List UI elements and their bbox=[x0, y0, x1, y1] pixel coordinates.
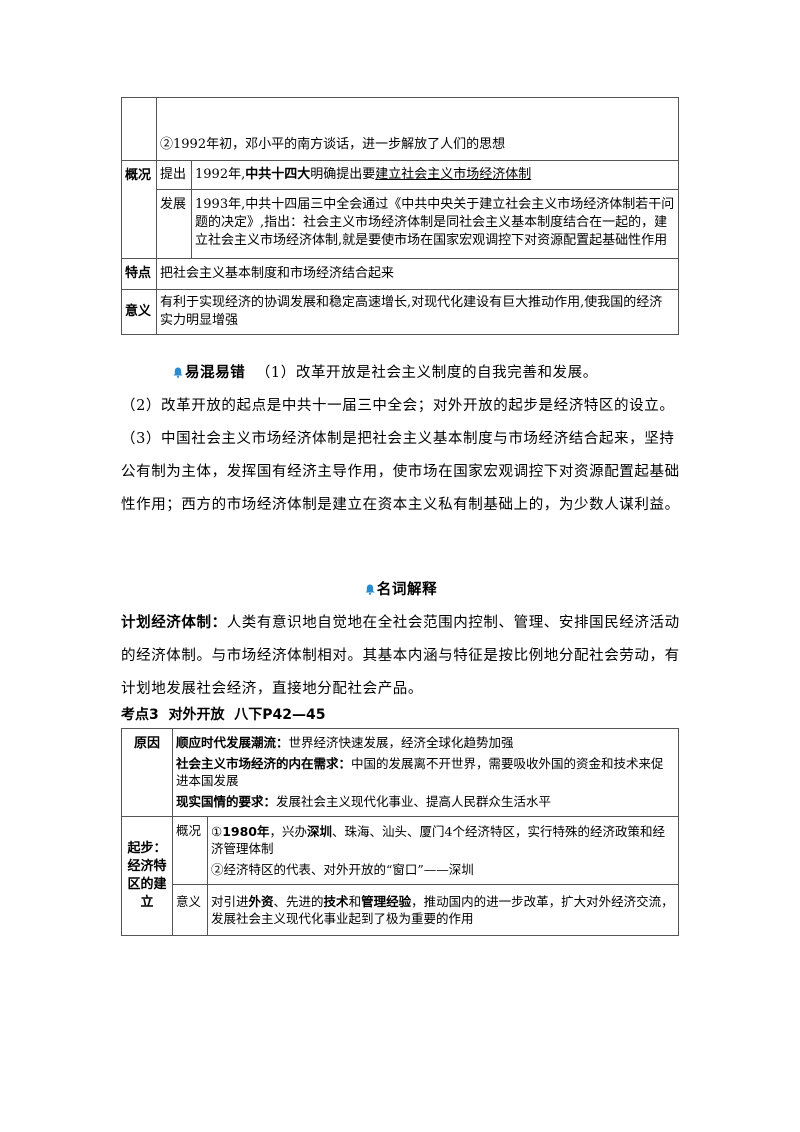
table-row: 意义 对引进外资、先进的技术和管理经验，推动国内的进一步改革，扩大对外经济交流，… bbox=[122, 884, 679, 936]
confusion-item-3: （3）中国社会主义市场经济体制是把社会主义基本制度与市场经济结合起来，坚持公有制… bbox=[121, 431, 680, 513]
glossary-term: 计划经济体制： bbox=[121, 615, 227, 631]
bold-text: 外资 bbox=[248, 894, 274, 909]
table-cell: ①1980年，兴办深圳、珠海、汕头、厦门4个经济特区，实行特殊的经济政策和经济管… bbox=[207, 816, 679, 885]
reason-2: 社会主义市场经济的内在需求：中国的发展离不开世界，需要吸收外国的资金和技术来促进… bbox=[176, 755, 675, 789]
table-cell: 对引进外资、先进的技术和管理经验，推动国内的进一步改革，扩大对外经济交流，发展社… bbox=[207, 884, 679, 936]
bold-text: 深圳 bbox=[307, 824, 333, 839]
table-cell bbox=[121, 97, 157, 161]
overview-2: ②经济特区的代表、对外开放的“窗口”——深圳 bbox=[211, 862, 474, 877]
confusion-heading-line: 易混易错 （1）改革开放是社会主义制度的自我完善和发展。 bbox=[121, 357, 681, 390]
bold-text: 1980年 bbox=[222, 824, 270, 839]
label-text: 意义 bbox=[125, 304, 152, 319]
market-economy-table: ②1992年初，邓小平的南方谈话，进一步解放了人们的思想 概况 提出 1992年… bbox=[121, 97, 679, 335]
cell-text: 、先进的 bbox=[273, 894, 324, 909]
bold-text: 顺应时代发展潮流： bbox=[176, 735, 289, 750]
cell-text: 明确提出要 bbox=[310, 167, 376, 182]
table-row: 意义 有利于实现经济的协调发展和稳定高速增长,对现代化建设有巨大推动作用,使我国… bbox=[121, 289, 679, 335]
table-row: 概况 提出 1992年,中共十四大明确提出要建立社会主义市场经济体制 bbox=[121, 160, 679, 259]
row-label: 起步：经济特区的建立 bbox=[121, 816, 173, 936]
section-heading: 考点3 对外开放 八下P42—45 bbox=[121, 707, 326, 723]
label-text: 发展 bbox=[160, 197, 187, 212]
row-label: 意义 bbox=[121, 289, 157, 335]
table-row: 特点 把社会主义基本制度和市场经济结合起来 bbox=[121, 258, 679, 290]
bold-text: 管理经验 bbox=[361, 894, 412, 909]
reason-1: 顺应时代发展潮流：世界经济快速发展，经济全球化趋势加强 bbox=[176, 734, 675, 751]
confusion-section: 易混易错 （1）改革开放是社会主义制度的自我完善和发展。 （2）改革开放的起点是… bbox=[121, 357, 681, 522]
row-label: 特点 bbox=[121, 258, 157, 290]
sub-label: 提出 bbox=[156, 160, 192, 190]
glossary-entry: 计划经济体制：人类有意识地自觉地在全社会范围内控制、管理、安排国民经济活动的经济… bbox=[121, 607, 681, 706]
cell-text: 和 bbox=[348, 894, 362, 909]
sub-label: 发展 bbox=[156, 189, 192, 259]
cell-text: 中国的发展离不开世界，需要吸收外国的资金和技术来促进本国发展 bbox=[176, 756, 664, 788]
bold-text: 社会主义市场经济的内在需求： bbox=[176, 756, 352, 771]
table-cell: ②1992年初，邓小平的南方谈话，进一步解放了人们的思想 bbox=[156, 97, 679, 161]
label-text: 特点 bbox=[125, 266, 152, 281]
cell-text: 发展社会主义现代化事业、提高人民群众生活水平 bbox=[276, 794, 552, 809]
glossary-section: 名词解释 计划经济体制：人类有意识地自觉地在全社会范围内控制、管理、安排国民经济… bbox=[121, 574, 681, 706]
cell-text: 、珠海、汕头、厦门4个经济特区，实行特殊的经济政策和经济管理体制 bbox=[211, 824, 666, 856]
cell-text: ① bbox=[211, 824, 223, 839]
table-row: 原因 顺应时代发展潮流：世界经济快速发展，经济全球化趋势加强 社会主义市场经济的… bbox=[121, 728, 679, 817]
reason-3: 现实国情的要求：发展社会主义现代化事业、提高人民群众生活水平 bbox=[176, 793, 675, 810]
bold-text: 技术 bbox=[323, 894, 349, 909]
table-row: ②1992年初，邓小平的南方谈话，进一步解放了人们的思想 bbox=[121, 97, 679, 161]
table-row: 起步：经济特区的建立 概况 ①1980年，兴办深圳、珠海、汕头、厦门4个经济特区… bbox=[121, 816, 679, 936]
bell-icon bbox=[173, 367, 183, 378]
overview-1: ①1980年，兴办深圳、珠海、汕头、厦门4个经济特区，实行特殊的经济政策和经济管… bbox=[211, 823, 675, 857]
bold-text: 现实国情的要求： bbox=[176, 794, 277, 809]
confusion-item-1: （1）改革开放是社会主义制度的自我完善和发展。 bbox=[255, 365, 598, 381]
opening-up-table: 原因 顺应时代发展潮流：世界经济快速发展，经济全球化趋势加强 社会主义市场经济的… bbox=[121, 728, 679, 936]
row-label: 原因 bbox=[121, 728, 173, 817]
table-cell: 1992年,中共十四大明确提出要建立社会主义市场经济体制 bbox=[191, 160, 679, 190]
sub-label: 意义 bbox=[172, 884, 208, 936]
table-cell: 有利于实现经济的协调发展和稳定高速增长,对现代化建设有巨大推动作用,使我国的经济… bbox=[156, 289, 679, 335]
label-text: 提出 bbox=[160, 167, 187, 182]
cell-text: ②1992年初，邓小平的南方谈话，进一步解放了人们的思想 bbox=[160, 137, 506, 152]
table-cell: 把社会主义基本制度和市场经济结合起来 bbox=[156, 258, 679, 290]
row-label: 概况 bbox=[121, 160, 157, 259]
cell-text: 有利于实现经济的协调发展和稳定高速增长,对现代化建设有巨大推动作用,使我国的经济… bbox=[160, 295, 663, 328]
label-text: 概况 bbox=[125, 168, 152, 183]
cell-text: ，推动国内的进一步改革，扩大对外经济交流，发展社会主义现代化事业起到了极为重要的… bbox=[211, 894, 674, 926]
bold-text: 中共十四大 bbox=[245, 167, 311, 182]
cell-text: 对引进 bbox=[211, 894, 249, 909]
confusion-heading: 易混易错 bbox=[185, 365, 246, 381]
cell-text: 1992年, bbox=[195, 167, 246, 182]
glossary-heading-line: 名词解释 bbox=[121, 574, 681, 607]
confusion-item-2: （2）改革开放的起点是中共十一届三中全会；对外开放的起步是经济特区的设立。 bbox=[121, 398, 675, 414]
table-row: 发展 1993年,中共十四届三中全会通过《中共中央关于建立社会主义市场经济体制若… bbox=[122, 189, 679, 259]
sub-label: 概况 bbox=[172, 816, 208, 885]
glossary-heading: 名词解释 bbox=[376, 582, 438, 598]
glossary-definition: 人类有意识地自觉地在全社会范围内控制、管理、安排国民经济活动的经济体制。与市场经… bbox=[121, 615, 680, 697]
cell-text: ，兴办 bbox=[269, 824, 308, 839]
table-cell: 顺应时代发展潮流：世界经济快速发展，经济全球化趋势加强 社会主义市场经济的内在需… bbox=[172, 728, 679, 817]
underlined-text: 建立社会主义市场经济体制 bbox=[375, 167, 532, 182]
cell-text: 1993年,中共十四届三中全会通过《中共中央关于建立社会主义市场经济体制若干问题… bbox=[195, 197, 675, 248]
table-cell: 1993年,中共十四届三中全会通过《中共中央关于建立社会主义市场经济体制若干问题… bbox=[191, 189, 679, 259]
cell-text: 把社会主义基本制度和市场经济结合起来 bbox=[160, 266, 395, 281]
bell-icon bbox=[365, 584, 375, 595]
cell-text: 世界经济快速发展，经济全球化趋势加强 bbox=[288, 735, 514, 750]
